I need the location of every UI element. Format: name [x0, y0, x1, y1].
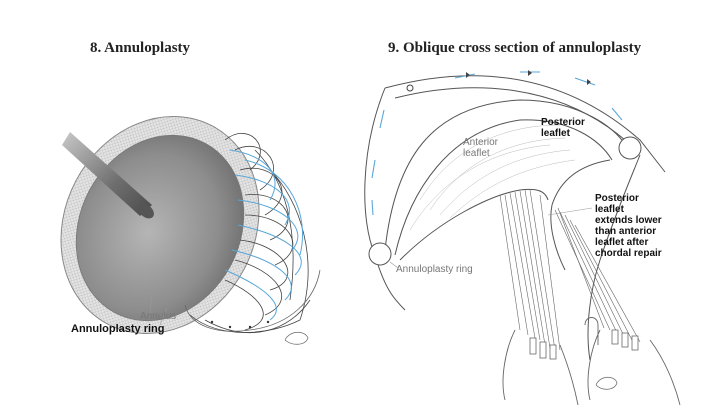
label-annuloplasty-ring-section: Annuloplasty ring — [396, 264, 473, 275]
label-annulus: Annulus — [140, 311, 177, 322]
ring-cross-section-right — [618, 136, 642, 160]
artist-signature-mark — [284, 331, 309, 345]
label-posterior-leaflet: Posterior leaflet — [541, 117, 585, 139]
figure-title-oblique-section: 9. Oblique cross section of annuloplasty — [388, 40, 642, 56]
chordae-tendineae — [499, 189, 641, 351]
instrument-rod — [62, 132, 152, 216]
label-posterior-extends-note: Posterior leaflet extends lower than ant… — [595, 193, 662, 259]
label-anterior-leaflet: Anterior leaflet — [463, 137, 499, 159]
papillary-muscles — [502, 317, 681, 405]
sutures-black — [189, 133, 311, 333]
cross-section-shape — [364, 75, 666, 361]
label-annuloplasty-ring: Annuloplasty ring — [71, 323, 165, 335]
figure-title-annuloplasty: 8. Annuloplasty — [90, 40, 191, 56]
sutures-blue — [224, 149, 304, 321]
ring-cross-section-left — [368, 242, 392, 266]
